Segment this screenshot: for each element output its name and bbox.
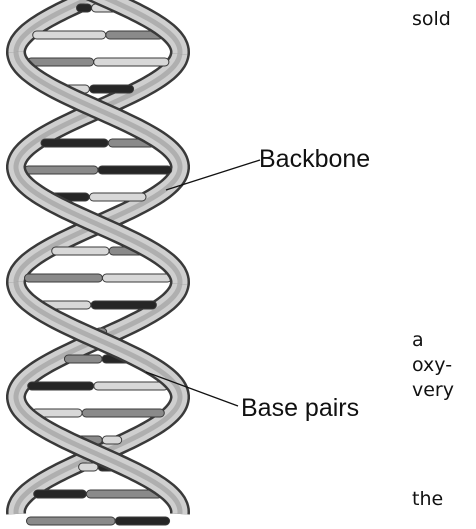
base-pair-segment: [82, 409, 164, 417]
base-pair-segment: [115, 517, 169, 525]
base-pair-segment: [89, 193, 146, 201]
side-text-very: very: [412, 379, 454, 401]
base-pair-segment: [27, 517, 116, 525]
base-pair-segment: [34, 490, 87, 498]
base-pair-segment: [79, 463, 98, 471]
base-pair-segment: [27, 58, 94, 66]
base-pair-segment: [25, 274, 103, 282]
base-pair-segment: [24, 166, 98, 174]
base-pair-segment: [41, 139, 108, 147]
base-pairs-label: Base pairs: [241, 394, 359, 423]
side-text-the: the: [412, 488, 443, 510]
strand-a-shade: [16, 166, 180, 284]
base-pair-segment: [90, 85, 134, 93]
base-pair-segment: [98, 166, 172, 174]
base-pair-segment: [77, 4, 92, 12]
backbone-label: Backbone: [259, 145, 370, 174]
side-text-oxy: oxy-: [412, 354, 452, 376]
base-pair-segment: [94, 382, 169, 390]
base-pair-segment: [28, 382, 94, 390]
base-pair-segment: [33, 31, 106, 39]
base-pair-segment: [102, 274, 171, 282]
base-pair-segment: [64, 355, 102, 363]
side-text-a: a: [412, 329, 424, 351]
base-pair-segment: [91, 301, 156, 309]
base-pair-segment: [102, 436, 121, 444]
side-text-sold: sold: [412, 8, 451, 30]
base-pair-segment: [94, 58, 169, 66]
base-pair-segment: [52, 247, 109, 255]
